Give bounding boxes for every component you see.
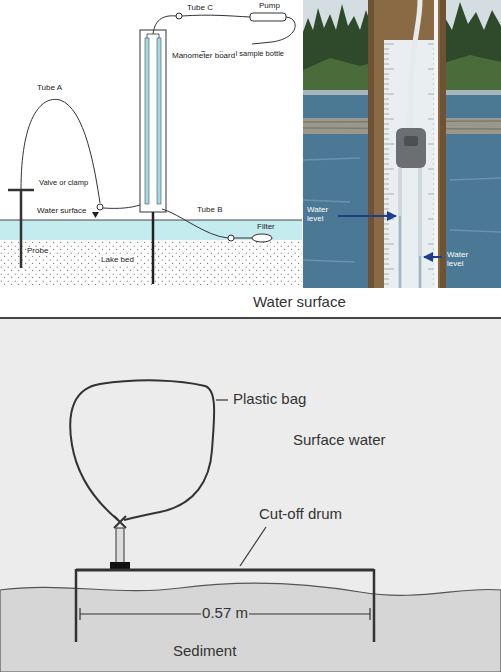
valve-label: Valve or clamp — [38, 179, 89, 187]
tube-c-part — [176, 13, 182, 19]
tube-a — [21, 99, 140, 210]
probe — [8, 190, 34, 268]
dimension-label: 0.57 m — [201, 605, 249, 622]
tube-c-part — [182, 15, 250, 17]
cut-off-drum-part — [75, 569, 78, 642]
tube-a-part — [97, 204, 103, 210]
field-photo-part — [434, 0, 438, 288]
manometer-board-part — [147, 34, 159, 38]
field-photo-part — [419, 256, 421, 288]
cut-off-drum — [76, 527, 374, 642]
pump — [250, 13, 295, 44]
cut-off-drum-part — [373, 569, 376, 642]
field-photo-part — [424, 256, 442, 258]
field-photo-part — [404, 136, 418, 146]
schematic-diagram-part — [0, 220, 302, 221]
schematic-diagram-part — [0, 0, 302, 288]
pump-label: Pump — [258, 2, 281, 11]
probe-part — [20, 190, 23, 268]
field-photo-part — [396, 128, 426, 168]
water-label: Surface water — [292, 432, 387, 449]
water-level-label: Water level — [446, 251, 478, 269]
field-photo — [303, 0, 501, 288]
dimension-line-part — [79, 608, 80, 620]
seepage-meter-diagram — [0, 288, 501, 672]
field-photo-part — [338, 215, 396, 217]
manometer-board-part — [145, 38, 149, 204]
tube-b-part — [228, 235, 234, 241]
schematic-diagram-part — [0, 240, 302, 286]
manometer-board-part — [157, 38, 161, 204]
tube-label: Tube A — [36, 84, 63, 93]
tube-c — [153, 13, 250, 34]
sediment-label: Sediment — [172, 643, 237, 660]
drum-label: Cut-off drum — [258, 506, 343, 523]
plastic-bag — [70, 380, 228, 571]
field-photo-part — [303, 0, 501, 288]
manometer-board-part — [140, 30, 166, 212]
field-photo-part — [399, 216, 401, 288]
schematic-diagram — [0, 0, 302, 288]
dimension-line-part — [369, 608, 370, 620]
pump-part — [252, 17, 295, 44]
field-photo-part — [368, 0, 446, 288]
schematic-diagram-part — [92, 212, 99, 218]
tube-label: Tube C — [186, 4, 214, 13]
water-surface-label: Water surface — [36, 207, 88, 216]
plastic-bag-part — [114, 516, 126, 528]
manometer-board — [140, 30, 166, 284]
tube-a-part — [103, 205, 140, 208]
water-level-label: Water level — [306, 206, 338, 224]
seepage-meter-diagram-part — [0, 317, 501, 319]
pump-part — [250, 13, 286, 21]
cut-off-drum-part — [240, 527, 266, 566]
seepage-meter-diagram-part — [0, 318, 501, 598]
tube-c-part — [153, 16, 176, 34]
bag-label: Plastic bag — [232, 391, 307, 408]
field-photo-part — [368, 0, 374, 288]
field-photo-part — [418, 168, 422, 288]
plastic-bag-part — [70, 380, 214, 520]
manometer-board-part — [152, 212, 155, 284]
tube-b-part — [252, 234, 272, 242]
plastic-bag-part — [216, 399, 228, 400]
field-photo-part — [410, 0, 420, 128]
water-surface-label: Water surface — [252, 294, 347, 311]
tube-b-part — [234, 238, 252, 239]
tube-a-part — [21, 99, 100, 203]
tube-label: Tube B — [196, 206, 224, 215]
manometer-label: Manometer board — [171, 52, 236, 61]
field-photo-part — [398, 168, 402, 288]
probe-label: Probe — [26, 247, 49, 256]
cut-off-drum-part — [76, 569, 374, 572]
filter-label: Filter — [256, 223, 276, 232]
plastic-bag-part — [116, 528, 124, 564]
seepage-meter-diagram-part — [0, 288, 501, 318]
lake-bed-label: Lake bed — [100, 256, 135, 265]
field-photo-part — [440, 0, 446, 288]
